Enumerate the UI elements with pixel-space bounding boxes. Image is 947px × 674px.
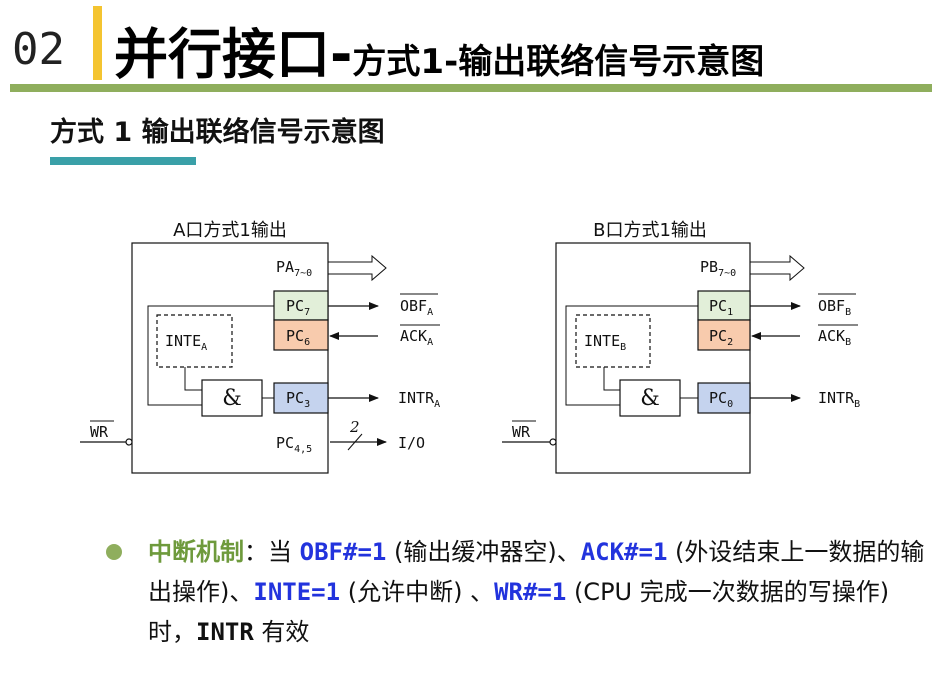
subtitle-underline — [50, 157, 196, 165]
port-b-pb-label: PB7~0 — [700, 258, 736, 279]
note-text: (允许中断) 、 — [340, 578, 495, 606]
port-a-io-bus-slash — [347, 433, 363, 451]
port-b-pc1-box — [697, 290, 751, 321]
port-a-pc7-label: PC7 — [286, 297, 310, 318]
port-b-feedback-wire — [565, 305, 698, 406]
port-b-ack-label: ACKB — [818, 327, 851, 348]
port-b-intr-label: INTRB — [818, 389, 860, 410]
port-b-pc2-label: PC2 — [709, 327, 733, 348]
port-a-pa-label: PA7~0 — [276, 258, 312, 279]
port-b-and-gate — [619, 379, 681, 417]
bullet-dot — [106, 544, 122, 560]
port-a-intr-label: INTRA — [398, 389, 440, 410]
port-b-obf-label: OBFB — [818, 297, 851, 318]
note-text: (CPU 完成一次数据的写操作) 时， — [148, 578, 890, 646]
port-b-chip-box — [555, 242, 751, 474]
note-ack-condition: ACK#=1 — [580, 538, 668, 566]
port-b-diagram: B口方式1输出 PB7~0 PC1 OBFB PC2 ACKB INTEB & … — [502, 220, 860, 474]
page-title-main: 并行接口- — [114, 23, 353, 86]
port-b-inte-wire — [603, 367, 620, 391]
port-a-and-symbol: & — [222, 386, 242, 411]
note-obf-condition: OBF#=1 — [299, 538, 387, 566]
note-intr: INTR — [196, 618, 254, 646]
port-b-pc0-label: PC0 — [709, 389, 733, 410]
port-a-obf-label: OBFA — [400, 297, 433, 318]
note-heading: 中断机制 — [148, 538, 244, 566]
port-a-pc3-label: PC3 — [286, 389, 310, 410]
note-text: 有效 — [253, 618, 310, 646]
note-text: (外设结束上一数据的输出操作)、 — [148, 538, 925, 606]
section-number: 02 — [12, 24, 65, 75]
header-accent-bar — [93, 6, 102, 80]
port-b-and-symbol: & — [640, 386, 660, 411]
port-a-wr-label: WR — [90, 423, 109, 441]
port-b-caption: B口方式1输出 — [593, 220, 707, 241]
port-a-io-label: I/O — [398, 434, 425, 452]
note-wr-condition: WR#=1 — [494, 578, 567, 606]
port-a-chip-box — [131, 242, 329, 474]
port-b-wr-bubble — [549, 438, 557, 446]
note-inte-condition: INTE=1 — [253, 578, 341, 606]
port-a-feedback-wire — [147, 305, 274, 406]
port-b-inte-label: INTEB — [584, 332, 626, 353]
port-a-and-gate — [201, 379, 263, 417]
port-a-pc45-label: PC4,5 — [276, 434, 312, 455]
port-b-data-bus-arrow — [750, 254, 805, 282]
port-b-pc1-label: PC1 — [709, 297, 733, 318]
section-subtitle: 方式 1 输出联络信号示意图 — [50, 117, 385, 148]
port-a-ack-label: ACKA — [400, 327, 433, 348]
page-title-sub: 方式1-输出联络信号示意图 — [352, 42, 765, 82]
interrupt-mechanism-note: 中断机制：当 OBF#=1 (输出缓冲器空)、ACK#=1 (外设结束上一数据的… — [106, 532, 936, 652]
port-a-inte-box — [156, 314, 233, 368]
note-text: (输出缓冲器空)、 — [386, 538, 581, 566]
port-a-diagram: A口方式1输出 PA7~0 PC7 OBFA PC6 ACKA INTEA & … — [80, 220, 440, 474]
port-a-caption: A口方式1输出 — [173, 220, 287, 241]
handshake-diagram: A口方式1输出 PA7~0 PC7 OBFA PC6 ACKA INTEA & … — [80, 220, 860, 474]
port-a-data-bus-arrow — [328, 254, 387, 282]
port-b-pc2-box — [697, 319, 751, 351]
page-title: 并行接口-方式1-输出联络信号示意图 — [114, 10, 764, 89]
port-a-inte-wire — [184, 367, 202, 391]
port-a-pc6-label: PC6 — [286, 327, 310, 348]
header-divider — [10, 84, 932, 92]
port-a-inte-label: INTEA — [165, 332, 207, 353]
note-text: ：当 — [244, 538, 300, 566]
bullet-text: 中断机制：当 OBF#=1 (输出缓冲器空)、ACK#=1 (外设结束上一数据的… — [148, 532, 936, 652]
port-a-io-bus-width: 2 — [349, 418, 360, 436]
port-b-wr-label: WR — [512, 423, 531, 441]
port-b-inte-box — [575, 314, 651, 368]
port-a-wr-bubble — [125, 438, 133, 446]
port-a-pc6-box — [273, 319, 329, 351]
